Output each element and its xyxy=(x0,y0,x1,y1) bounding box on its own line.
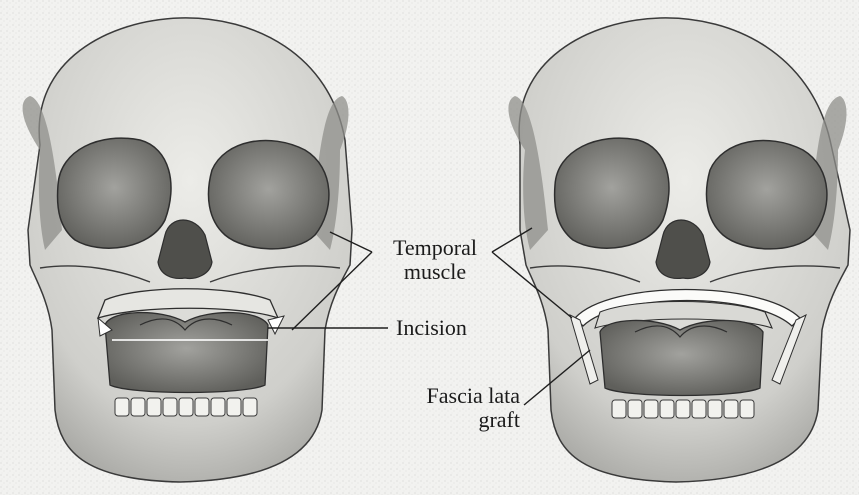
label-incision: Incision xyxy=(396,316,467,340)
label-temporal-line1: Temporal xyxy=(381,236,489,260)
left-skull-teeth xyxy=(115,398,257,416)
right-skull-orbit-left xyxy=(555,138,669,248)
left-skull-orbit-left xyxy=(58,138,171,248)
label-temporal-line2: muscle xyxy=(381,260,489,284)
left-skull-orbit-right xyxy=(208,140,328,248)
right-skull-teeth xyxy=(612,400,754,418)
label-fascia-line1: Fascia lata xyxy=(400,384,520,408)
left-skull xyxy=(23,18,352,482)
right-skull-orbit-right xyxy=(706,140,826,248)
label-temporal-muscle: Temporal muscle xyxy=(381,236,489,284)
right-skull-mouth xyxy=(600,320,763,395)
right-skull xyxy=(508,18,850,482)
label-fascia-line2: graft xyxy=(400,408,520,432)
label-fascia-lata-graft: Fascia lata graft xyxy=(400,384,520,432)
left-skull-mouth xyxy=(105,313,268,393)
